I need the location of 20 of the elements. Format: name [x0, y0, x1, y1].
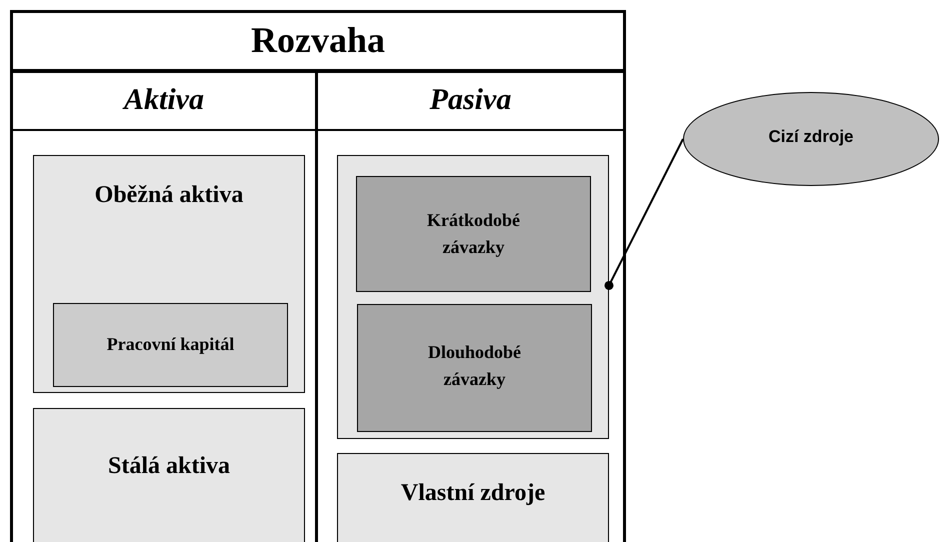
asset-box	[33, 408, 305, 542]
column-title: Pasiva	[428, 83, 512, 117]
column-title: Aktiva	[122, 83, 205, 117]
box-label: Cizí zdroje	[767, 127, 854, 147]
equity-box	[337, 453, 609, 542]
liability-box	[357, 304, 592, 432]
liability-group-box	[337, 155, 609, 439]
box-label: Dlouhodobé závazky	[426, 341, 522, 391]
box-label: Vlastní zdroje	[400, 480, 546, 507]
box-label: Stálá aktiva	[106, 453, 231, 480]
asset-box	[33, 155, 305, 393]
asset-box	[53, 303, 288, 387]
box-label: Pracovní kapitál	[106, 334, 236, 355]
column-header	[318, 70, 626, 542]
box-label: Oběžná aktiva	[94, 182, 244, 209]
column-header	[10, 70, 318, 542]
leader-line	[604, 138, 684, 290]
title-header: Rozvaha	[10, 10, 626, 72]
box-label: Krátkodobé závazky	[426, 209, 521, 259]
liability-box	[356, 176, 591, 292]
